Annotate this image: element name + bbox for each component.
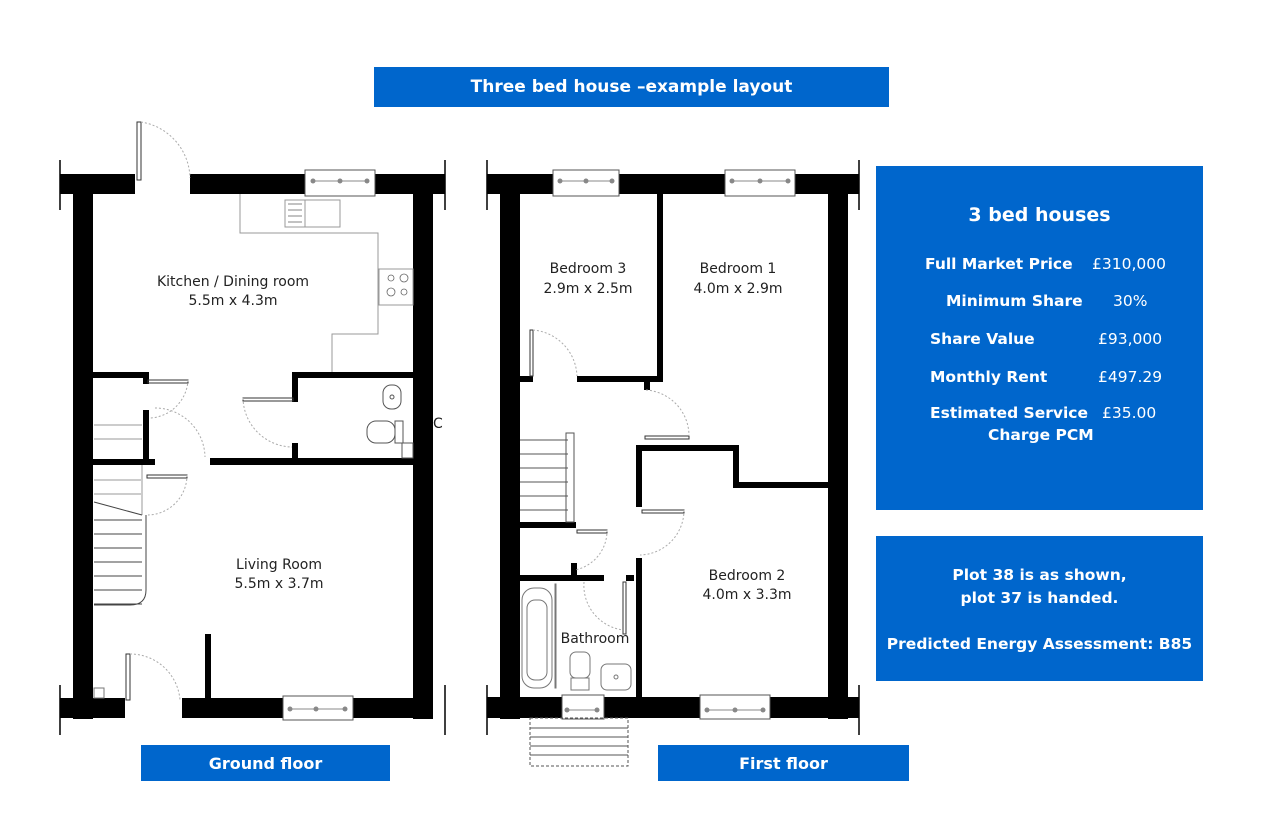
ground-floor-label-text: Ground floor <box>208 753 323 773</box>
first-floor-label: First floor <box>658 745 909 781</box>
pricing-label: Minimum Share <box>946 292 1083 310</box>
room-label-kitchen: Kitchen / Dining room <box>157 274 309 290</box>
plot-info-line1: Plot 38 is as shown, <box>952 566 1127 584</box>
first-floor-plan: Bedroom 3 2.9m x 2.5m Bedroom 1 4.0m x 2… <box>486 160 860 767</box>
pricing-value: £497.29 <box>1098 368 1163 386</box>
pricing-label: Monthly Rent <box>930 368 1048 386</box>
room-dimensions-living: 5.5m x 3.7m <box>235 576 324 592</box>
plot-info-panel: Plot 38 is as shown, plot 37 is handed. … <box>876 536 1203 681</box>
room-label-bathroom: Bathroom <box>561 631 630 647</box>
ground-floor-label: Ground floor <box>141 745 390 781</box>
page-title: Three bed house –example layout <box>470 77 793 97</box>
room-label-bedroom-3: Bedroom 3 <box>550 261 627 277</box>
pricing-heading: 3 bed houses <box>968 204 1111 226</box>
pricing-label-line2: Charge PCM <box>988 426 1094 444</box>
first-floor-label-text: First floor <box>739 753 828 773</box>
plot-info-line2: plot 37 is handed. <box>960 589 1119 607</box>
ground-floor-plan: Kitchen / Dining room 5.5m x 4.3m Living… <box>59 121 446 735</box>
pricing-value: £93,000 <box>1098 330 1163 348</box>
page-title-banner: Three bed house –example layout <box>374 67 889 107</box>
energy-assessment: Predicted Energy Assessment: B85 <box>886 635 1193 653</box>
pricing-value: £35.00 <box>1102 404 1157 422</box>
pricing-label: Estimated Service <box>930 404 1088 422</box>
pricing-panel: 3 bed houses Full Market Price £310,000 … <box>876 166 1203 510</box>
room-label-bedroom-2: Bedroom 2 <box>709 568 786 584</box>
pricing-value: 30% <box>1113 292 1148 310</box>
room-label-bedroom-1: Bedroom 1 <box>700 261 777 277</box>
boiler-marker: C <box>433 416 443 432</box>
room-label-living: Living Room <box>236 557 322 573</box>
pricing-label: Share Value <box>930 330 1035 348</box>
pricing-label: Full Market Price <box>925 255 1073 273</box>
room-dimensions-kitchen: 5.5m x 4.3m <box>189 293 278 309</box>
pricing-value: £310,000 <box>1092 255 1166 273</box>
room-dimensions-bedroom-2: 4.0m x 3.3m <box>703 587 792 603</box>
room-dimensions-bedroom-3: 2.9m x 2.5m <box>544 281 633 297</box>
room-dimensions-bedroom-1: 4.0m x 2.9m <box>694 281 783 297</box>
